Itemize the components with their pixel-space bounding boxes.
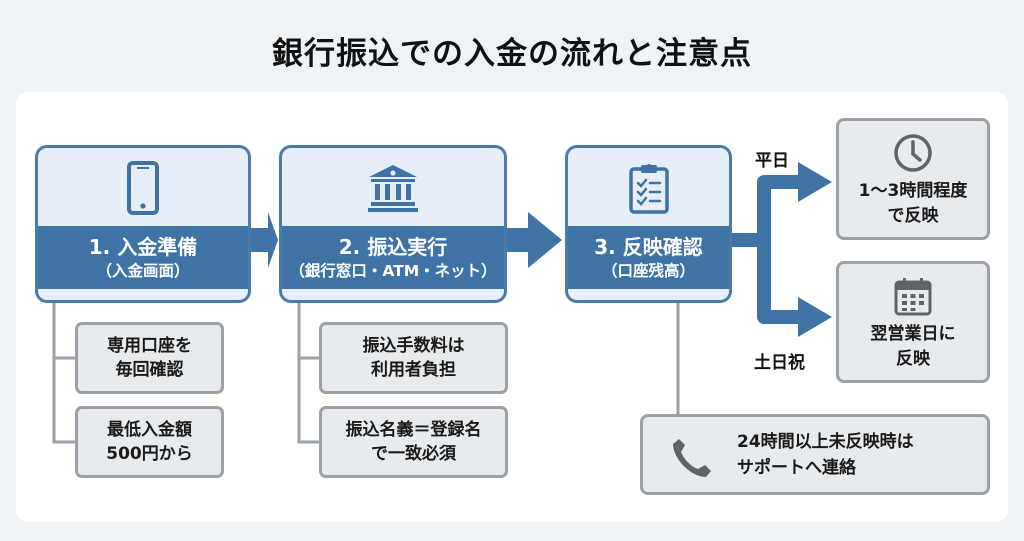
result-holiday: 翌営業日に 反映: [836, 261, 990, 383]
step-sublabel: （口座残高）: [601, 261, 695, 280]
note-name-match: 振込名義＝登録名 で一致必須: [319, 406, 508, 478]
bank-icon: [368, 165, 418, 212]
note-check-account: 専用口座を 毎回確認: [75, 322, 224, 394]
branch-label-holiday: 土日祝: [754, 353, 805, 373]
step-card-2: 2. 振込実行 （銀行窓口・ATM・ネット）: [279, 145, 507, 303]
step-label: 2. 振込実行: [338, 234, 448, 259]
result-weekday: 1〜3時間程度 で反映: [836, 118, 990, 240]
note-transfer-fee: 振込手数料は 利用者負担: [319, 322, 508, 394]
arrow-step1-to-step2: [251, 212, 278, 268]
clock-icon: [894, 134, 932, 172]
fork-branch-holiday: [757, 240, 800, 324]
step-sublabel: （銀行窓口・ATM・ネット）: [289, 261, 497, 280]
support-note: 24時間以上未反映時は サポートへ連絡: [640, 414, 990, 495]
step1-note-connector: [52, 303, 76, 444]
step-label: 1. 入金準備: [88, 234, 198, 259]
fork-branch-weekday: [757, 175, 800, 240]
arrow-head-weekday: [798, 162, 832, 202]
result-text: 翌営業日に 反映: [870, 324, 956, 369]
arrow-head-holiday: [798, 297, 832, 337]
smartphone-icon: [127, 161, 159, 215]
step-label: 3. 反映確認: [594, 234, 703, 259]
calendar-icon: [894, 278, 932, 316]
phone-icon: [673, 439, 711, 477]
step-sublabel: （入金画面）: [96, 261, 190, 280]
arrow-step2-to-step3: [507, 212, 562, 268]
result-text: 1〜3時間程度 で反映: [858, 181, 968, 226]
note-minimum-deposit: 最低入金額 500円から: [75, 406, 224, 478]
branch-label-weekday: 平日: [755, 151, 789, 171]
page-title: 銀行振込での入金の流れと注意点: [272, 36, 752, 72]
step2-note-connector: [297, 303, 320, 444]
support-text-line2: サポートへ連絡: [737, 458, 856, 478]
step-card-1: 1. 入金準備 （入金画面）: [35, 145, 251, 303]
step-card-3: 3. 反映確認 （口座残高）: [565, 145, 732, 303]
clipboard-checklist-icon: [628, 164, 669, 214]
support-text-line1: 24時間以上未反映時は: [737, 432, 914, 452]
